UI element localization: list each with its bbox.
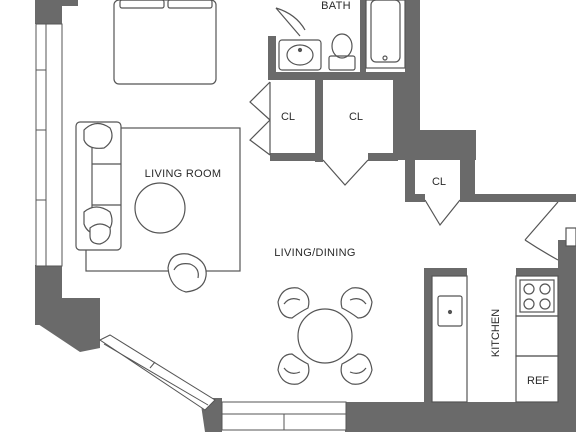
sink-icon [278, 39, 322, 71]
door-icon [524, 201, 576, 261]
kitchen-sink-icon [437, 295, 463, 327]
label-living-room: LIVING ROOM [145, 168, 222, 180]
label-kitchen: KITCHEN [490, 309, 502, 357]
kitchen-fixtures [431, 275, 559, 403]
wall-bath-right [405, 0, 420, 80]
wall-kitchen-top-right [516, 268, 558, 276]
label-closet-1: CL [281, 111, 295, 123]
door-icon [249, 81, 271, 156]
label-closet-2: CL [349, 111, 363, 123]
window-icon [99, 334, 216, 411]
windows [35, 23, 347, 431]
wall-bath-left [268, 36, 276, 80]
sofa-icon [75, 121, 122, 251]
refrigerator-icon [515, 355, 559, 403]
wall-bottom [345, 402, 576, 432]
wall-closet1-bottom [270, 153, 320, 161]
wall-right-block [420, 130, 476, 160]
door-icon [275, 7, 306, 37]
bed-icon [113, 0, 217, 85]
wall-bath-bottom [268, 72, 415, 80]
dining-table-icon [297, 308, 353, 364]
wall-closet3-bottom-left [405, 194, 425, 202]
wall-right-lower [558, 240, 576, 410]
wall-closet3-left [405, 158, 415, 200]
room-labels: BATH LIVING ROOM LIVING/DINING CL CL CL … [145, 0, 550, 387]
kitchen-counter [431, 275, 468, 403]
armchair-icon [167, 253, 207, 293]
label-living-dining: LIVING/DINING [274, 247, 356, 259]
wall-closet3-right [460, 158, 475, 200]
wall-closet2-bottom-right [368, 153, 398, 161]
wall-closet-divider [315, 80, 323, 162]
living-room-furniture [75, 121, 241, 293]
wall-top-left-cap [62, 0, 78, 6]
door-icon [424, 199, 461, 227]
window-icon [35, 23, 63, 267]
dining-chair-icon [277, 353, 310, 385]
dining-chair-icon [340, 353, 373, 385]
dining-chair-icon [340, 287, 373, 319]
wall-top-left [35, 0, 62, 24]
closet-doors [249, 81, 576, 261]
label-refrigerator: REF [527, 375, 549, 387]
dining-chair-icon [277, 287, 310, 319]
wall-right-upper [393, 80, 420, 160]
label-closet-3: CL [432, 176, 446, 188]
wall-corner-lower-left [35, 298, 100, 352]
label-bath: BATH [321, 0, 351, 12]
wall-bath-tub-divider [360, 0, 366, 72]
toilet-icon [328, 33, 356, 71]
door-icon [322, 159, 369, 186]
dining-furniture [277, 287, 373, 385]
window-icon [221, 401, 347, 431]
bathroom-fixtures [275, 0, 406, 71]
wall-kitchen-left [424, 268, 432, 408]
bathtub-icon [365, 0, 406, 69]
coffee-table-icon [134, 182, 186, 234]
wall-right-middle [460, 194, 576, 202]
wall-kitchen-top [424, 268, 467, 276]
